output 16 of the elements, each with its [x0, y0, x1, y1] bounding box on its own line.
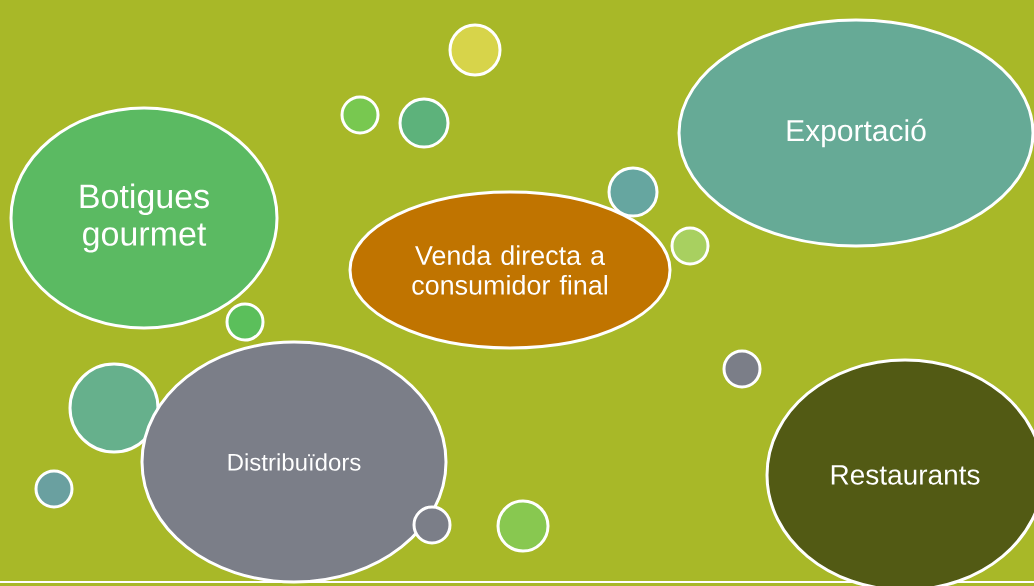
bubble: Venda directa a consumidor final — [348, 190, 672, 350]
circle-bubble — [448, 23, 502, 77]
circle-bubble — [225, 302, 265, 342]
circle-bubble — [340, 95, 380, 135]
circle-bubble — [496, 499, 550, 553]
bubble: Restaurants — [765, 358, 1034, 586]
bubble: Exportació — [677, 18, 1034, 248]
bubble: Distribuïdors — [140, 340, 448, 584]
circle-bubble — [722, 349, 762, 389]
circle-bubble — [398, 97, 450, 149]
circle-bubble — [412, 505, 452, 545]
circle-bubble — [34, 469, 74, 509]
bubble: Botigues gourmet — [9, 106, 279, 330]
circle-bubble — [607, 166, 659, 218]
circle-bubble — [68, 362, 160, 454]
circle-bubble — [670, 226, 710, 266]
